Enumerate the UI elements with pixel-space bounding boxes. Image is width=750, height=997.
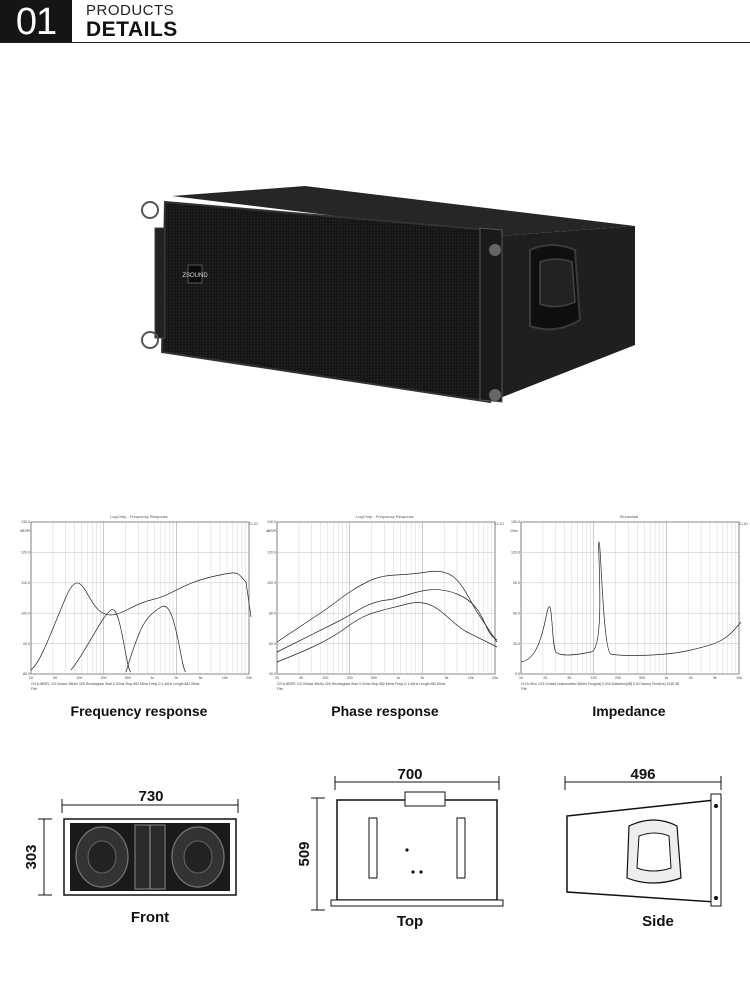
section-number: 01 [0, 0, 72, 43]
header-line1: PRODUCTS [86, 2, 175, 19]
caption-impedance: Impedance [592, 703, 666, 719]
graph-y-tick: 140.0 [267, 520, 276, 524]
graph-y-unit: dBSPL [20, 529, 31, 533]
graph-y-tick: 80.0 [23, 672, 30, 676]
graph-x-tick: 50 [567, 676, 571, 680]
graph-x-tick: 100 [591, 676, 597, 680]
caption-phase-response: Phase response [331, 703, 439, 719]
graph-x-tick: 1k [664, 676, 668, 680]
graph-y-tick: 120.0 [511, 551, 520, 555]
graph-corner-label: CLIO [249, 521, 258, 526]
graph-x-tick: 200 [101, 676, 107, 680]
graph-y-tick: 130.0 [21, 520, 30, 524]
graph-curve [125, 606, 187, 673]
graph-footer: CH A Ohm 1/24 Octave Unsmoothed 48kHz Fr… [521, 682, 679, 686]
graph-x-tick: 50 [53, 676, 57, 680]
graph-curve [276, 602, 498, 663]
graph-x-tick: 20k [492, 676, 498, 680]
graph-file-label: File: [277, 687, 283, 691]
graph-x-tick: 500 [371, 676, 377, 680]
graph-x-tick: 20k [246, 676, 252, 680]
graph-y-tick: 150.0 [511, 520, 520, 524]
graph-corner-label: CLIO [739, 521, 748, 526]
graph-y-tick: 60.0 [269, 642, 276, 646]
graph-y-tick: 110.0 [21, 581, 30, 585]
graph-y-tick: 100.0 [267, 581, 276, 585]
graph-curve [70, 609, 132, 673]
graph-x-tick: 10k [736, 676, 742, 680]
graph-x-tick: 5k [199, 676, 203, 680]
graph-y-tick: 90.0 [23, 642, 30, 646]
graph-corner-label: CLIO [495, 521, 504, 526]
front-view-drawing: 730 303 [23, 788, 239, 896]
graph-x-tick: 500 [125, 676, 131, 680]
graph-title: LogChirp - Frequency Response [356, 514, 415, 519]
side-view-drawing: 496 [564, 766, 722, 907]
graph-x-tick: 1k [150, 676, 154, 680]
graph-y-tick: 60.0 [513, 611, 520, 615]
brand-badge: ZSOUND [182, 273, 208, 279]
graph-x-tick: 100 [322, 676, 328, 680]
graph-file-label: File: [521, 687, 527, 691]
graph-x-tick: 20 [275, 676, 279, 680]
top-view-drawing: 700 509 [296, 766, 504, 911]
graph-footer: CH A dBSPL 1/3 Octave 48kHz 32K Rectangu… [277, 682, 446, 686]
graph-x-tick: 20 [29, 676, 33, 680]
graph-x-tick: 200 [615, 676, 621, 680]
graph-x-tick: 100 [76, 676, 82, 680]
graph-curve [276, 589, 498, 653]
graph-y-tick: 80.0 [269, 611, 276, 615]
graph-x-tick: 2k [174, 676, 178, 680]
graph-x-tick: 10k [222, 676, 228, 680]
graph-title: LogChirp - Frequency Response [110, 514, 169, 519]
graph-y-tick: 0.0 [515, 672, 520, 676]
graph-x-tick: 500 [639, 676, 645, 680]
graph-x-tick: 50 [299, 676, 303, 680]
graph-x-tick: 20 [543, 676, 547, 680]
caption-side: Side [642, 913, 674, 930]
graph-x-tick: 5k [713, 676, 717, 680]
graph-y-unit: Ohm [510, 529, 518, 533]
graph-y-tick: 30.0 [513, 642, 520, 646]
caption-front: Front [130, 909, 170, 926]
caption-top: Top [396, 913, 424, 930]
graph-x-tick: 2k [420, 676, 424, 680]
top-depth-label: 509 [296, 841, 313, 866]
graph-y-tick: 100.0 [21, 611, 30, 615]
side-depth-label: 496 [630, 766, 655, 783]
graph-y-tick: 40.0 [269, 672, 276, 676]
front-width-label: 730 [138, 788, 163, 805]
graph-x-tick: 5k [445, 676, 449, 680]
graph-curve [520, 541, 742, 663]
top-width-label: 700 [397, 766, 422, 783]
graph-y-tick: 120.0 [267, 551, 276, 555]
graph-file-label: File: [31, 687, 37, 691]
front-height-label: 303 [23, 844, 40, 869]
graph-footer: CH A dBSPL 1/3 Octave 48kHz 32K Rectangu… [31, 682, 200, 686]
graph-curve [30, 572, 252, 671]
header-line2: DETAILS [86, 18, 178, 41]
graph-y-tick: 120.0 [21, 551, 30, 555]
graph-title: Sinusoidal [620, 514, 639, 519]
product-photo-line-array-speaker: ZSOUND [141, 186, 635, 404]
header-rule [0, 42, 750, 43]
caption-frequency-response: Frequency response [70, 703, 208, 719]
graph-y-tick: 90.0 [513, 581, 520, 585]
graph-y-unit: dBSPL [266, 529, 277, 533]
graph-x-tick: 10 [519, 676, 523, 680]
graph-x-tick: 10k [468, 676, 474, 680]
graph-x-tick: 1k [396, 676, 400, 680]
graph-x-tick: 2k [689, 676, 693, 680]
graph-curve [276, 570, 498, 643]
graph-x-tick: 200 [347, 676, 353, 680]
